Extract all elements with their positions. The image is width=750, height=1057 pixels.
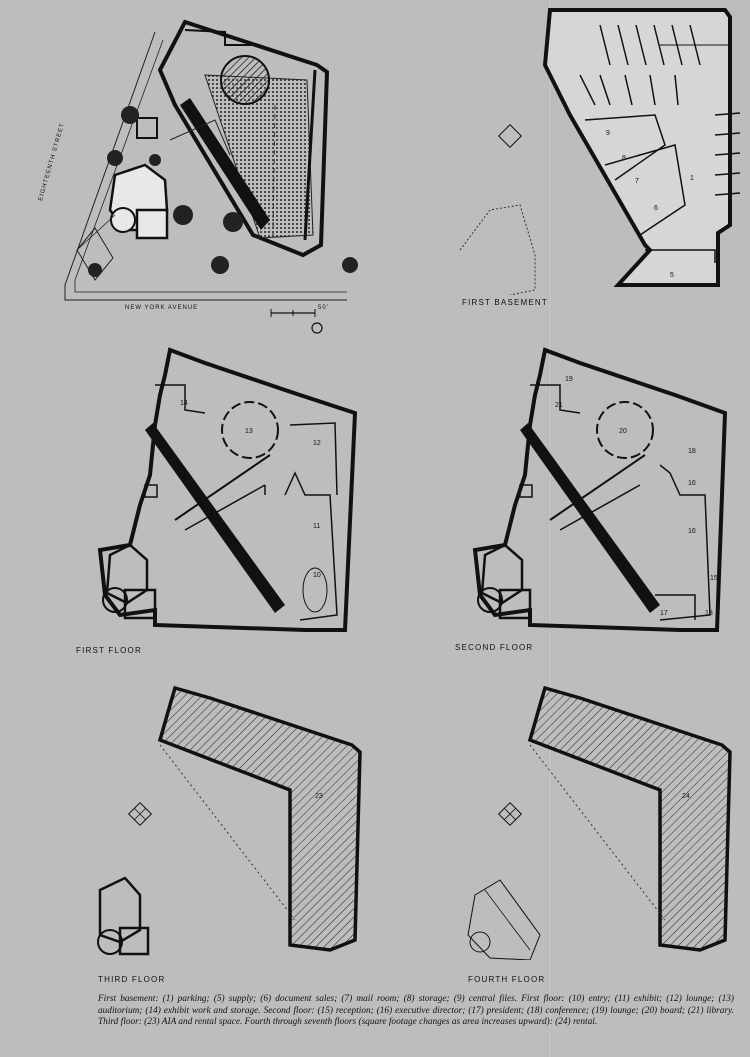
- first-floor-title: FIRST FLOOR: [76, 646, 142, 655]
- basement-room-6: 6: [654, 205, 658, 212]
- third-floor-title: THIRD FLOOR: [98, 975, 166, 984]
- first-basement-plan: 1 9 8 7 6 5: [450, 5, 745, 295]
- first-floor-room-14: 14: [180, 400, 188, 407]
- third-floor-plan: 23: [90, 680, 370, 960]
- basement-room-1: 1: [690, 175, 694, 182]
- second-floor-room-21: 21: [555, 402, 563, 409]
- second-floor-room-18a: 18: [688, 448, 696, 455]
- basement-room-7: 7: [635, 178, 639, 185]
- first-floor-room-13: 13: [245, 428, 253, 435]
- second-floor-room-16b: 16: [688, 528, 696, 535]
- second-floor-room-19: 19: [565, 376, 573, 383]
- second-floor-room-15: 15: [710, 575, 718, 582]
- fourth-floor-plan: 24: [460, 680, 740, 960]
- first-basement-title: FIRST BASEMENT: [462, 298, 548, 307]
- scale-label: 50': [318, 305, 329, 311]
- first-floor-room-11: 11: [313, 523, 320, 530]
- second-floor-title: SECOND FLOOR: [455, 643, 534, 652]
- first-floor-room-10: 10: [313, 572, 321, 579]
- second-floor-plan: 19 21 20 18 16 16 15 17 18: [455, 345, 745, 640]
- fourth-floor-room-24: 24: [682, 793, 690, 800]
- fourth-floor-title: FOURTH FLOOR: [468, 975, 546, 984]
- second-floor-room-16a: 16: [688, 480, 696, 487]
- second-floor-room-18b: 18: [705, 610, 713, 617]
- third-floor-room-23: 23: [315, 793, 323, 800]
- figure-caption: First basement: (1) parking; (5) supply;…: [98, 994, 734, 1028]
- second-floor-room-20: 20: [619, 428, 627, 435]
- basement-room-9: 9: [606, 130, 610, 137]
- first-floor-room-12: 12: [313, 440, 321, 447]
- second-floor-room-17: 17: [660, 610, 668, 617]
- basement-room-8: 8: [622, 155, 626, 162]
- first-floor-plan: 14 13 12 11 10: [75, 345, 365, 640]
- basement-room-5: 5: [670, 272, 674, 279]
- site-plan: [55, 10, 375, 340]
- street-label-new-york-avenue: NEW YORK AVENUE: [125, 305, 199, 311]
- page-fold: [548, 0, 552, 1057]
